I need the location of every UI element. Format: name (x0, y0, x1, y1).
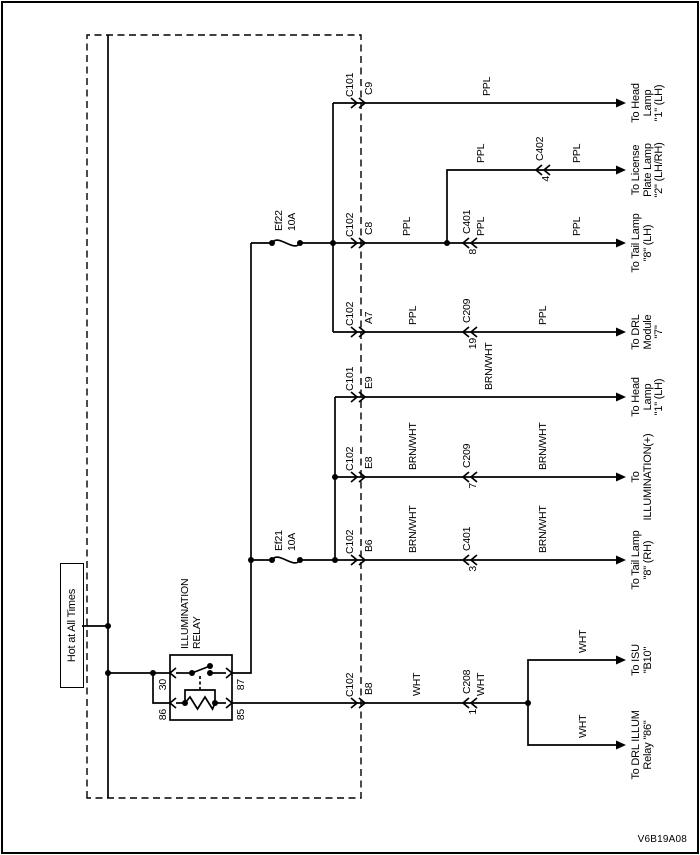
relay-symbol (168, 654, 234, 721)
wire-color-label: PPL (537, 305, 549, 325)
connector-label: C102 (344, 301, 356, 326)
wire-color-label: WHT (475, 672, 487, 696)
connector-label: C102 (344, 446, 356, 471)
pin-label: C9 (363, 81, 375, 95)
fuse-block-boundary (86, 34, 362, 799)
pin-number-label: 1 (467, 709, 479, 715)
pin-number-label: 7 (467, 483, 479, 489)
boundary-connector-icons (350, 97, 367, 709)
wire-color-label: PPL (571, 143, 583, 163)
wire-color-label: PPL (571, 216, 583, 236)
inline-connector-label: C402 (534, 136, 546, 161)
destination-label: To DRL ILLUM Relay "86" (630, 710, 654, 780)
pin-number-label: 8 (467, 249, 479, 255)
pin-number-label: 4 (540, 176, 552, 182)
arrow-icons (616, 98, 626, 750)
wire-color-label: PPL (401, 216, 413, 236)
inline-connector-label: C401 (461, 526, 473, 551)
diagram-id: V6B19A08 (637, 834, 687, 845)
connector-label: C101 (344, 72, 356, 97)
wire-color-label: WHT (411, 672, 423, 696)
wire-color-label: WHT (577, 629, 589, 653)
wire-color-label: BRN/WHT (537, 422, 549, 470)
wire-color-label: BRN/WHT (537, 505, 549, 553)
inline-connector-label: C209 (461, 443, 473, 468)
relay-pin-86-label: 86 (157, 709, 169, 721)
connector-label: C102 (344, 672, 356, 697)
fuse-ef21-icon (271, 556, 301, 564)
connector-label: C101 (344, 366, 356, 391)
connector-label: C102 (344, 529, 356, 554)
wire-color-label: BRN/WHT (483, 342, 495, 390)
relay-name-label: ILLUMINATION RELAY (179, 578, 203, 649)
pin-label: B8 (363, 682, 375, 695)
relay-pin-30-label: 30 (157, 679, 169, 691)
pin-label: E9 (363, 376, 375, 389)
wire-color-label: WHT (577, 714, 589, 738)
inline-connector-icons (461, 164, 551, 709)
fuse-ef22-icon (271, 239, 301, 247)
wire-color-label: BRN/WHT (407, 505, 419, 553)
pin-number-label: 19 (467, 338, 479, 350)
inline-connector-label: C208 (461, 669, 473, 694)
inline-connector-label: C209 (461, 298, 473, 323)
relay-switch-blade (191, 665, 211, 674)
wire-color-label: PPL (481, 76, 493, 96)
wire-color-label: PPL (475, 216, 487, 236)
relay-pin-85-label: 85 (235, 709, 247, 721)
pin-label: A7 (363, 311, 375, 324)
relay-coil (184, 695, 216, 711)
fuse-ef22-label: Ef22 10A (273, 210, 298, 231)
relay-pin-87-label: 87 (235, 679, 247, 691)
wire-color-label: BRN/WHT (407, 422, 419, 470)
pin-label: C8 (363, 221, 375, 235)
pin-label: E8 (363, 456, 375, 469)
power-source-box: Hot at All Times (60, 563, 84, 688)
wire-color-label: PPL (475, 143, 487, 163)
power-source-label: Hot at All Times (66, 588, 78, 663)
junction-dots (105, 240, 531, 706)
pin-number-label: 3 (467, 566, 479, 572)
inline-connector-label: C401 (461, 209, 473, 234)
pin-label: B6 (363, 539, 375, 552)
connector-label: C102 (344, 212, 356, 237)
fuse-ef21-label: Ef21 10A (273, 530, 298, 551)
wire-color-label: PPL (407, 305, 419, 325)
